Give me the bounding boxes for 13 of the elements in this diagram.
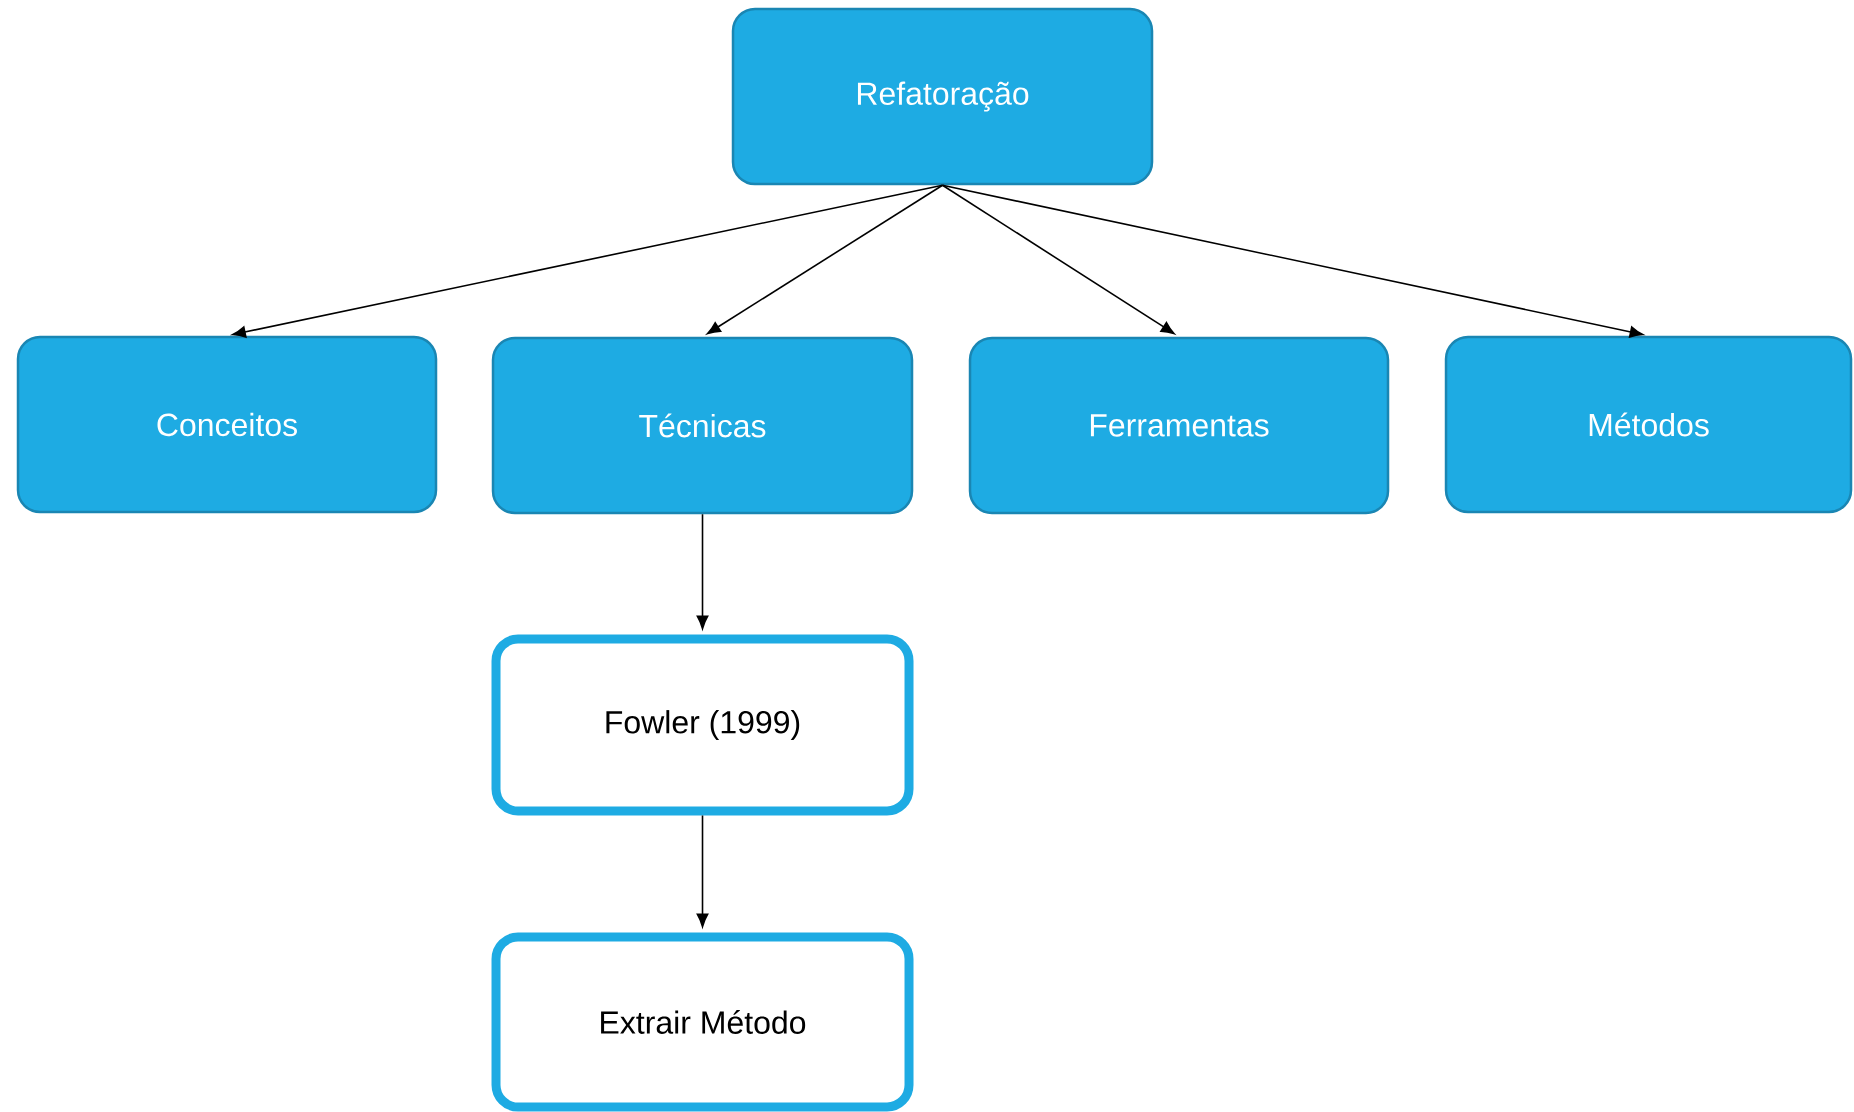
process-box: Refatoração [731,7,1154,186]
process-box: Técnicas [491,336,914,515]
arrow [941,184,1644,338]
arrow [696,513,709,630]
arrow [941,184,1175,335]
arrow [696,814,709,928]
arrow [232,184,944,338]
process-box: Métodos [1444,335,1853,514]
arrow [706,184,944,335]
outlined-box: Extrair Método [491,932,914,1112]
outlined-box: Fowler (1999) [491,634,914,816]
process-box: Conceitos [16,335,438,514]
process-box: Ferramentas [968,336,1390,515]
